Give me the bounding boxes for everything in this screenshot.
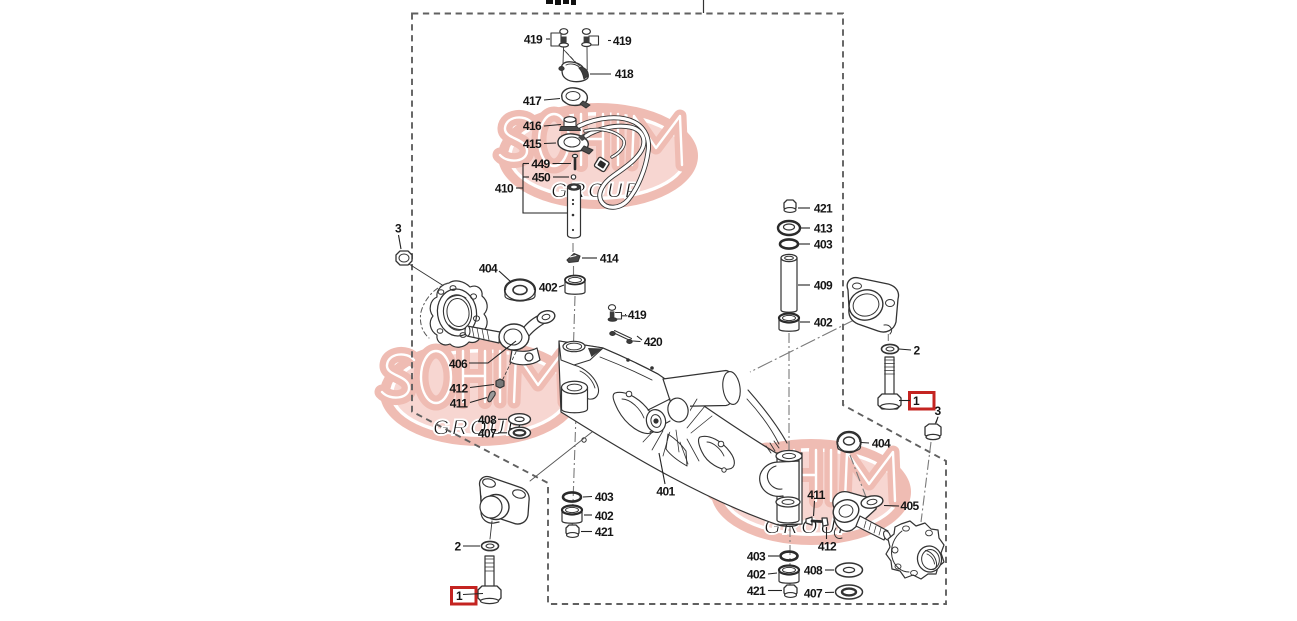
svg-text:402: 402 xyxy=(747,568,766,582)
svg-text:450: 450 xyxy=(532,171,551,185)
svg-text:415: 415 xyxy=(523,137,542,151)
svg-text:1: 1 xyxy=(456,589,463,603)
svg-text:1: 1 xyxy=(913,394,920,408)
svg-text:421: 421 xyxy=(595,525,614,539)
svg-text:414: 414 xyxy=(600,252,619,266)
svg-text:412: 412 xyxy=(818,540,837,554)
svg-text:408: 408 xyxy=(804,564,823,578)
svg-text:418: 418 xyxy=(615,67,634,81)
svg-text:3: 3 xyxy=(395,222,402,236)
svg-text:404: 404 xyxy=(479,262,498,276)
svg-text:401: 401 xyxy=(656,485,675,499)
svg-text:402: 402 xyxy=(814,316,833,330)
svg-text:404: 404 xyxy=(872,437,891,451)
svg-text:407: 407 xyxy=(804,587,823,601)
svg-text:419: 419 xyxy=(524,33,543,47)
svg-text:419: 419 xyxy=(613,34,632,48)
svg-text:403: 403 xyxy=(595,490,614,504)
svg-text:405: 405 xyxy=(900,499,919,513)
svg-text:416: 416 xyxy=(523,119,542,133)
svg-text:411: 411 xyxy=(450,397,468,411)
svg-text:412: 412 xyxy=(449,382,468,396)
svg-text:2: 2 xyxy=(454,540,461,554)
svg-text:402: 402 xyxy=(595,509,614,523)
svg-text:403: 403 xyxy=(747,550,766,564)
svg-text:413: 413 xyxy=(814,222,833,236)
svg-text:421: 421 xyxy=(814,202,833,216)
svg-text:408: 408 xyxy=(478,413,497,427)
svg-text:449: 449 xyxy=(531,157,550,171)
svg-text:407: 407 xyxy=(478,427,497,441)
svg-text:409: 409 xyxy=(814,279,833,293)
svg-text:419: 419 xyxy=(628,308,647,322)
svg-text:2: 2 xyxy=(913,344,920,358)
svg-text:421: 421 xyxy=(747,584,766,598)
svg-text:3: 3 xyxy=(934,404,941,418)
svg-text:403: 403 xyxy=(814,238,833,252)
svg-text:402: 402 xyxy=(539,281,558,295)
svg-text:411: 411 xyxy=(807,488,825,502)
svg-text:410: 410 xyxy=(495,182,514,196)
svg-text:406: 406 xyxy=(449,357,468,371)
svg-text:420: 420 xyxy=(644,335,663,349)
svg-text:417: 417 xyxy=(523,94,542,108)
